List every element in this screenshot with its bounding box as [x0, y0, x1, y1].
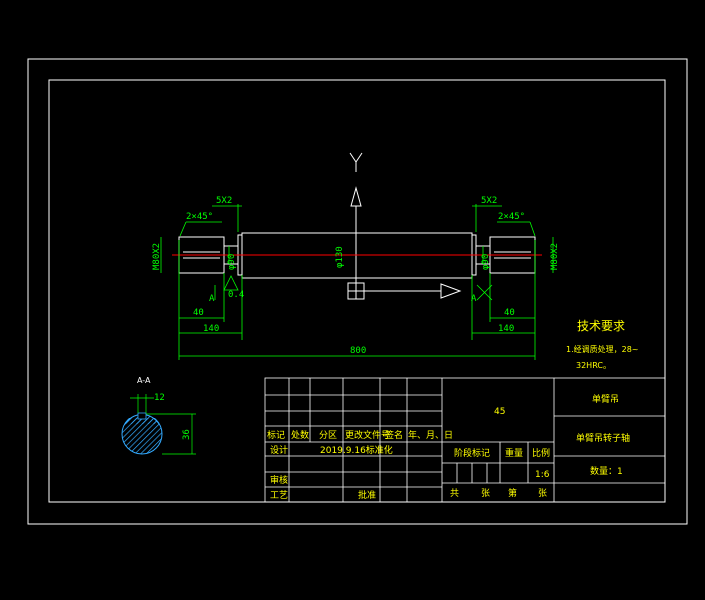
- section-circle: [121, 418, 163, 455]
- tb-stage-mark: 阶段标记: [454, 447, 490, 459]
- dim-len-left-40: 40: [193, 308, 204, 318]
- section-depth: 36: [182, 429, 192, 440]
- outer-frame: [27, 58, 688, 525]
- section-key-width: 12: [154, 393, 165, 403]
- dim-angle-right: 2×45°: [498, 212, 525, 222]
- tb-rev-header-0: 标记: [267, 429, 285, 441]
- tb-date-sign: 2019.9.16标准化: [320, 444, 393, 456]
- axis-indicator: [347, 152, 462, 300]
- section-title: A-A: [137, 376, 151, 385]
- section-mark-left: A: [209, 294, 215, 304]
- dim-angle-left: 2×45°: [186, 212, 213, 222]
- tb-weight: 重量: [505, 447, 523, 459]
- dim-len-total: 800: [350, 346, 366, 356]
- tb-part-name: 单臂吊转子轴: [576, 432, 630, 444]
- dim-dia-left: φ90: [227, 254, 237, 270]
- tb-row-design: 设计: [270, 444, 288, 456]
- section-mark-right: A: [471, 294, 477, 304]
- dim-len-right-40: 40: [504, 308, 515, 318]
- tb-quantity: 数量：1: [590, 465, 623, 477]
- tb-scale-label: 比例: [532, 447, 550, 459]
- dim-chamfer-right: 5X2: [481, 196, 497, 206]
- dim-dia-main: φ130: [335, 246, 345, 268]
- tb-total: 共: [450, 488, 459, 499]
- dim-dia-right: φ90: [481, 254, 491, 270]
- tech-line-1: 1.经调质处理，28~: [566, 344, 639, 354]
- tb-page-unit: 张: [538, 488, 547, 499]
- dim-key-left: M80X2: [152, 243, 162, 270]
- dim-chamfer-left: 5X2: [216, 196, 232, 206]
- tb-rev-header-4: 签名: [385, 429, 403, 441]
- roughness-value: 0.4: [228, 290, 244, 300]
- tb-row-review: 审核: [270, 474, 288, 486]
- dim-len-left-140: 140: [203, 324, 219, 334]
- dim-len-right-140: 140: [498, 324, 514, 334]
- tb-sheet-unit: 张: [481, 488, 490, 499]
- tb-rev-header-5: 年、月、日: [408, 429, 453, 441]
- tb-project: 单臂吊: [592, 393, 619, 405]
- dimension-lines: [160, 204, 554, 360]
- dim-key-right: M80X2: [550, 243, 560, 270]
- tb-rev-header-2: 分区: [319, 430, 337, 441]
- tech-title: 技术要求: [577, 319, 625, 333]
- tb-approve: 批准: [358, 489, 376, 501]
- tb-rev-header-3: 更改文件号: [345, 429, 390, 441]
- keyway: [137, 412, 147, 420]
- section-view: A-A 12 36: [121, 376, 196, 455]
- tb-material: 45: [494, 407, 505, 417]
- tb-row-process: 工艺: [270, 490, 288, 501]
- tb-scale: 1:6: [535, 470, 550, 480]
- tb-page: 第: [508, 487, 517, 499]
- tech-line-2: 32HRC。: [576, 361, 611, 370]
- title-block: [264, 377, 666, 503]
- tb-rev-header-1: 处数: [291, 429, 309, 441]
- tech-requirements: 技术要求 1.经调质处理，28~ 32HRC。: [566, 319, 639, 370]
